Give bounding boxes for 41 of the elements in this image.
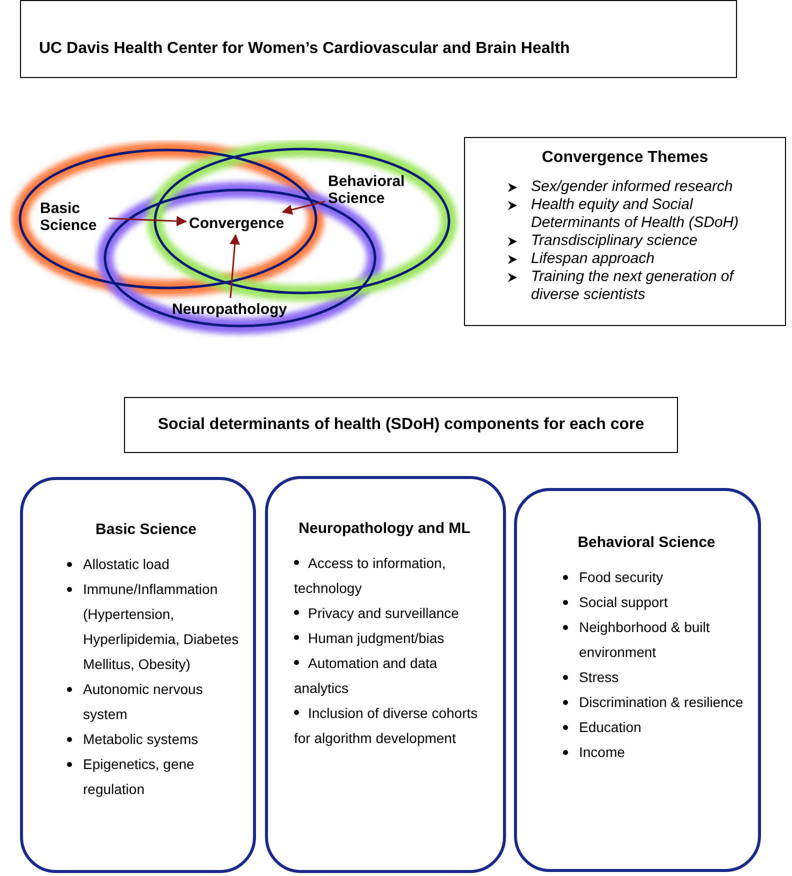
core-card (265, 476, 506, 873)
arrow (108, 216, 188, 226)
theme-item: Lifespan approach (531, 250, 654, 268)
list-item: Metabolic systems (83, 731, 198, 747)
list-item: Automation and data analytics (294, 654, 438, 698)
venn-label: Basic Science (40, 200, 106, 234)
list-item: Epigenetics, gene regulation (83, 756, 194, 797)
theme-item: Transdisciplinary science (531, 232, 698, 250)
venn-label: Behavioral Science (328, 173, 414, 207)
title-box (20, 0, 737, 78)
arrow (282, 200, 326, 215)
arrow (230, 234, 240, 298)
theme-item: Health equity and Social Determinants of Health (SDoH) (531, 196, 740, 232)
list-item: Allostatic load (83, 556, 170, 572)
list-item: Stress (579, 669, 619, 685)
venn-label: Neuropathology (172, 301, 287, 318)
list-item: Autonomic nervous system (83, 681, 203, 722)
theme-item: Sex/gender informed research (531, 178, 733, 196)
list-item: Discrimination & resilience (579, 694, 744, 710)
title-text: UC Davis Health Center for Women’s Cardiovascular and Brain Health (39, 40, 570, 57)
list-item: Privacy and surveillance (294, 601, 495, 626)
list-item: Immune/Inflammation (Hypertension, Hyperlipidemia, Diabetes Mellitus, Obesity) (83, 581, 239, 672)
theme-item: Training the next generation of diverse scientists (531, 268, 736, 304)
header-text: Social determinants of health (SDoH) components for each core (158, 415, 644, 435)
card-heading: Behavioral Science (576, 533, 716, 553)
header-box (124, 397, 678, 453)
card-heading: Basic Science (94, 520, 198, 540)
venn-label: Convergence (189, 215, 284, 232)
list-item: Neighborhood & built environment (579, 619, 710, 660)
list-item: Access to information, technology (294, 554, 447, 598)
list-item: Inclusion of diverse cohorts for algorithm development (294, 704, 479, 748)
list-item: Human judgment/bias (294, 626, 495, 651)
card-heading: Neuropathology and ML (298, 519, 472, 539)
core-card (514, 488, 761, 872)
list-item: Social support (579, 594, 668, 610)
list-item: Income (579, 744, 625, 760)
list-item: Food security (579, 569, 664, 585)
list-item: Education (579, 719, 642, 735)
core-card (20, 477, 256, 873)
box-heading: Convergence Themes (540, 148, 710, 168)
themes-box (464, 137, 786, 326)
